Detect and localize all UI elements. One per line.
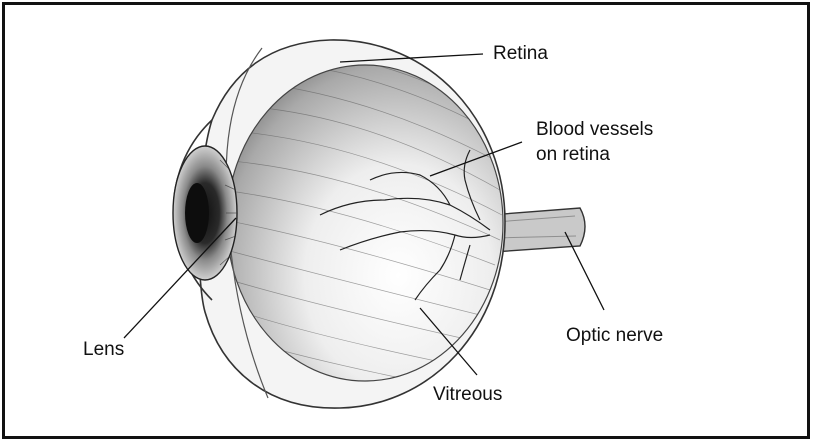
lens-label: Lens [83,338,124,362]
optic-nerve-label: Optic nerve [566,324,663,348]
optic-nerve-leader [565,232,604,310]
blood-vessels-label-line1: Blood vessels [536,118,653,142]
pupil-shape [185,183,209,243]
vitreous-label: Vitreous [433,383,502,407]
retina-label: Retina [493,42,548,66]
blood-vessels-label-line2: on retina [536,143,610,167]
